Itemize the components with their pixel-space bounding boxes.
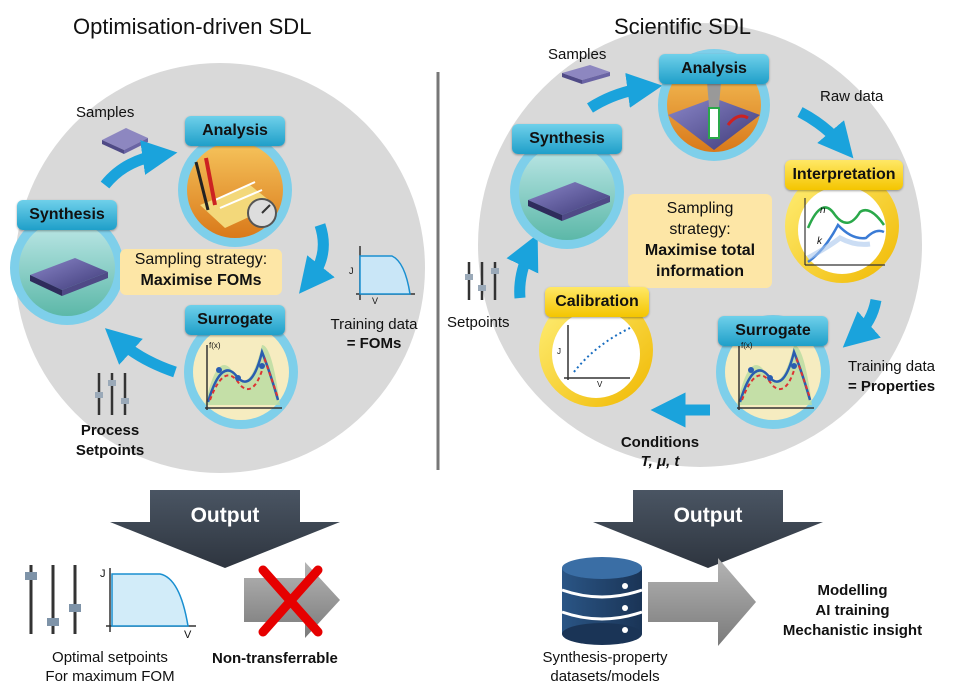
- right-conditions-label: Conditions T, μ, t: [605, 433, 715, 471]
- right-conditions-line1: Conditions: [620, 434, 700, 451]
- left-strategy-line2: Maximise FOMs: [140, 272, 262, 289]
- left-arrow-analysis-to-surrogate: [299, 223, 335, 294]
- left-jv-chart: [356, 246, 415, 300]
- right-sample-chip-icon: [562, 65, 610, 84]
- right-output-gray-arrow: [648, 558, 756, 646]
- right-arrow-samples-to-analysis: [587, 72, 663, 113]
- right-output-arrow: [593, 490, 823, 568]
- left-training-data-label: Training data = FOMs: [318, 315, 430, 353]
- left-surrogate-tab: Surrogate: [185, 305, 285, 335]
- interpretation-k-label: k: [817, 236, 822, 247]
- right-arrow-analysis-to-interpretation: [797, 107, 854, 159]
- right-strategy-line3: Maximise total: [644, 242, 756, 259]
- right-sampling-strategy-box: Sampling strategy: Maximise total inform…: [628, 194, 772, 288]
- calibration-axis-v: V: [597, 380, 603, 389]
- left-surrogate-node: [184, 315, 298, 429]
- left-setpoints-line1: Process: [80, 422, 140, 439]
- left-output-axis-j: J: [100, 568, 106, 580]
- right-setpoints-label: Setpoints: [447, 314, 510, 331]
- left-analysis-tab: Analysis: [185, 116, 285, 146]
- dataset-caption: Synthesis-property datasets/models: [510, 648, 700, 686]
- left-output-arrow: [110, 490, 340, 568]
- optimal-line2: For maximum FOM: [45, 668, 175, 685]
- optimal-line1: Optimal setpoints: [52, 649, 168, 666]
- right-arrow-calibration-to-synthesis: [506, 234, 539, 299]
- right-fx-label: f(x): [741, 341, 753, 350]
- left-samples-label: Samples: [76, 104, 135, 121]
- right-raw-data-label: Raw data: [820, 88, 884, 105]
- application-modelling: Modelling: [817, 582, 888, 599]
- applications-list: Modelling AI training Mechanistic insigh…: [760, 581, 945, 641]
- right-samples-label: Samples: [548, 46, 607, 63]
- right-setpoint-sliders: [465, 262, 499, 300]
- right-analysis-tab: Analysis: [659, 54, 769, 84]
- left-output-axis-v: V: [184, 629, 192, 641]
- right-interpretation-tab: Interpretation: [785, 160, 903, 190]
- left-jv-axis-v: V: [372, 296, 379, 306]
- calibration-axis-j: J: [557, 347, 561, 356]
- left-process-setpoints-label: Process Setpoints: [60, 421, 160, 461]
- right-output-label: Output: [673, 504, 743, 527]
- left-output-label: Output: [190, 504, 260, 527]
- right-section-title: Scientific SDL: [614, 14, 751, 39]
- dataset-line2: datasets/models: [550, 668, 660, 685]
- right-conditions-line2: T, μ, t: [640, 453, 680, 470]
- optimal-setpoints-caption: Optimal setpoints For maximum FOM: [20, 648, 200, 686]
- left-training-line1: Training data: [330, 316, 418, 333]
- left-process-setpoint-sliders: [95, 373, 129, 415]
- right-surrogate-tab: Surrogate: [718, 316, 828, 346]
- right-interpretation-node: [785, 169, 899, 283]
- right-training-line2: = Properties: [848, 378, 936, 395]
- right-strategy-line2: strategy:: [669, 221, 731, 238]
- right-training-data-label: Training data = Properties: [848, 357, 935, 397]
- left-sampling-strategy-box: Sampling strategy: Maximise FOMs: [120, 249, 282, 295]
- right-arrow-interpretation-to-surrogate: [842, 298, 882, 348]
- left-arrow-surrogate-to-synthesis: [104, 328, 177, 378]
- left-strategy-line1: Sampling strategy:: [134, 251, 268, 268]
- right-training-line1: Training data: [848, 358, 935, 375]
- right-calibration-node: [539, 293, 653, 407]
- left-setpoints-line2: Setpoints: [75, 442, 145, 459]
- left-jv-axis-j: J: [349, 266, 354, 276]
- non-transferrable-icon: [244, 562, 340, 638]
- right-strategy-line1: Sampling: [666, 200, 734, 217]
- left-output-jv-chart: [106, 568, 196, 632]
- left-synthesis-tab: Synthesis: [17, 200, 117, 230]
- interpretation-n-label: n: [820, 205, 826, 216]
- left-training-line2: = FOMs: [346, 335, 402, 352]
- left-output-sliders: [25, 565, 81, 634]
- right-synthesis-node: [510, 135, 624, 249]
- right-strategy-line4: information: [656, 263, 744, 280]
- left-analysis-node: [178, 133, 292, 247]
- non-transferrable-label: Non-transferrable: [212, 650, 338, 667]
- dataset-line1: Synthesis-property: [542, 649, 668, 666]
- database-icon: [561, 557, 643, 645]
- left-synthesis-node: [10, 211, 124, 325]
- left-arrow-synthesis-to-analysis: [100, 140, 178, 189]
- left-fx-label: f(x): [209, 341, 221, 350]
- left-section-title: Optimisation-driven SDL: [73, 14, 312, 39]
- application-ai-training: AI training: [815, 602, 890, 619]
- application-mechanistic-insight: Mechanistic insight: [782, 622, 923, 639]
- right-synthesis-tab: Synthesis: [512, 124, 622, 154]
- right-calibration-tab: Calibration: [545, 287, 649, 317]
